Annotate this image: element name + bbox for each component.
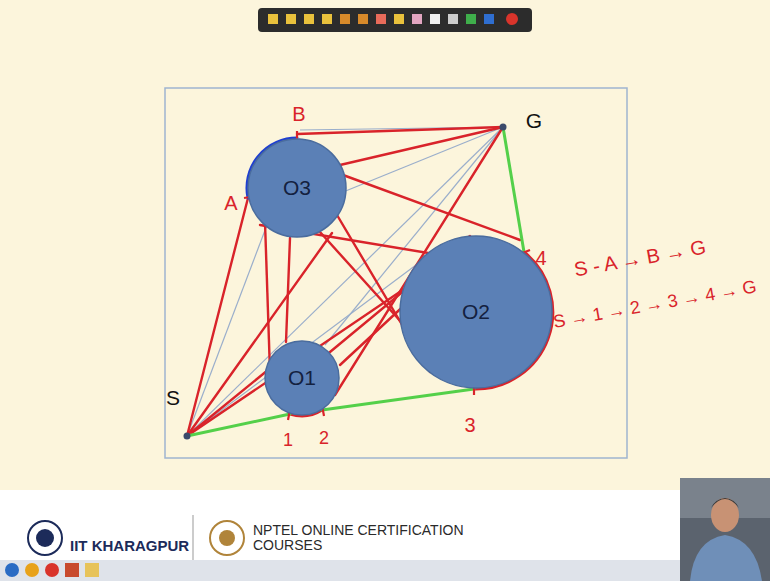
obstacle-circle: O2 (399, 235, 553, 389)
presenter-video (680, 478, 770, 581)
start-label: S (166, 386, 180, 409)
toolbar (258, 8, 532, 32)
obstacle-circle: O1 (264, 340, 340, 416)
obstacle-circle: O3 (247, 138, 347, 238)
point-label: 4 (535, 247, 546, 269)
start-point (184, 433, 191, 440)
point-label: 2 (319, 429, 329, 449)
point-label: A (224, 192, 237, 214)
slide-ground (0, 0, 770, 490)
path-arcs (247, 138, 553, 416)
institute-name: IIT KHARAGPUR (70, 538, 189, 555)
obstacle-name: O1 (264, 340, 340, 416)
goal-label: G (526, 109, 542, 132)
nptel-logo (210, 521, 244, 555)
obstacle-name: O3 (247, 138, 347, 238)
point-label: 1 (283, 431, 293, 451)
point-label: 3 (464, 414, 475, 436)
footer-ground (0, 490, 770, 560)
course-name: NPTEL ONLINE CERTIFICATION COURSES (253, 523, 468, 554)
point-label: B (292, 103, 305, 125)
goal-point (500, 124, 507, 131)
iit-logo (28, 521, 62, 555)
obstacle-name: O2 (399, 235, 553, 389)
footer-separator (193, 515, 194, 560)
workspace-border (165, 88, 627, 458)
taskbar (0, 560, 770, 581)
taskbar-icons (5, 563, 99, 577)
